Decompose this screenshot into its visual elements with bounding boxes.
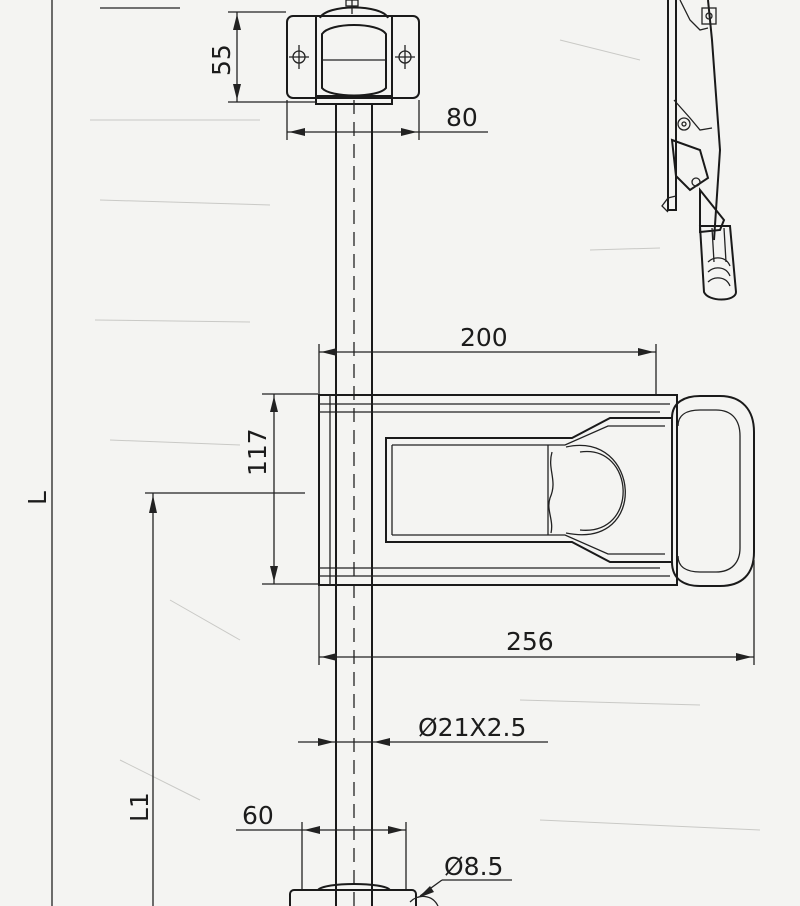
mount-hole-right [395,45,415,69]
bracket-height-dimension: 55 [207,11,316,103]
overall-length-label: L [23,491,52,505]
handle-inner-frame [385,417,673,563]
lower-bracket-width-dimension: 60 [236,801,407,890]
bracket-width-label: 80 [446,103,478,132]
overall-length-dimension: L [23,0,180,906]
pipe-diameter-dimension: Ø21X2.5 [298,713,548,746]
handle-depth-label: 200 [460,323,508,352]
handle-height-label: 117 [243,428,272,476]
vertical-pipe [335,100,373,906]
pipe-diameter-label: Ø21X2.5 [418,713,526,742]
lower-bracket-width-label: 60 [242,801,274,830]
handle-assembly [318,394,755,587]
bracket-width-dimension: 80 [286,100,488,140]
hole-diameter-dimension: Ø8.5 [418,852,512,898]
upper-bracket [286,0,420,105]
side-view-grip [698,225,738,301]
handle-total-width-label: 256 [506,627,554,656]
hole-diameter-label: Ø8.5 [444,852,503,881]
paper-texture [90,39,761,831]
lower-bracket [289,883,439,906]
handle-height-dimension: 117 [243,393,318,585]
lower-length-dimension: L1 [125,492,305,906]
side-view-detail [661,0,738,301]
lower-length-label: L1 [125,792,154,822]
mount-hole-left [289,45,309,69]
handle-total-width-dimension: 256 [318,560,755,665]
handle-grip [671,395,755,587]
handle-depth-dimension: 200 [318,323,657,395]
bracket-height-label: 55 [207,44,236,76]
